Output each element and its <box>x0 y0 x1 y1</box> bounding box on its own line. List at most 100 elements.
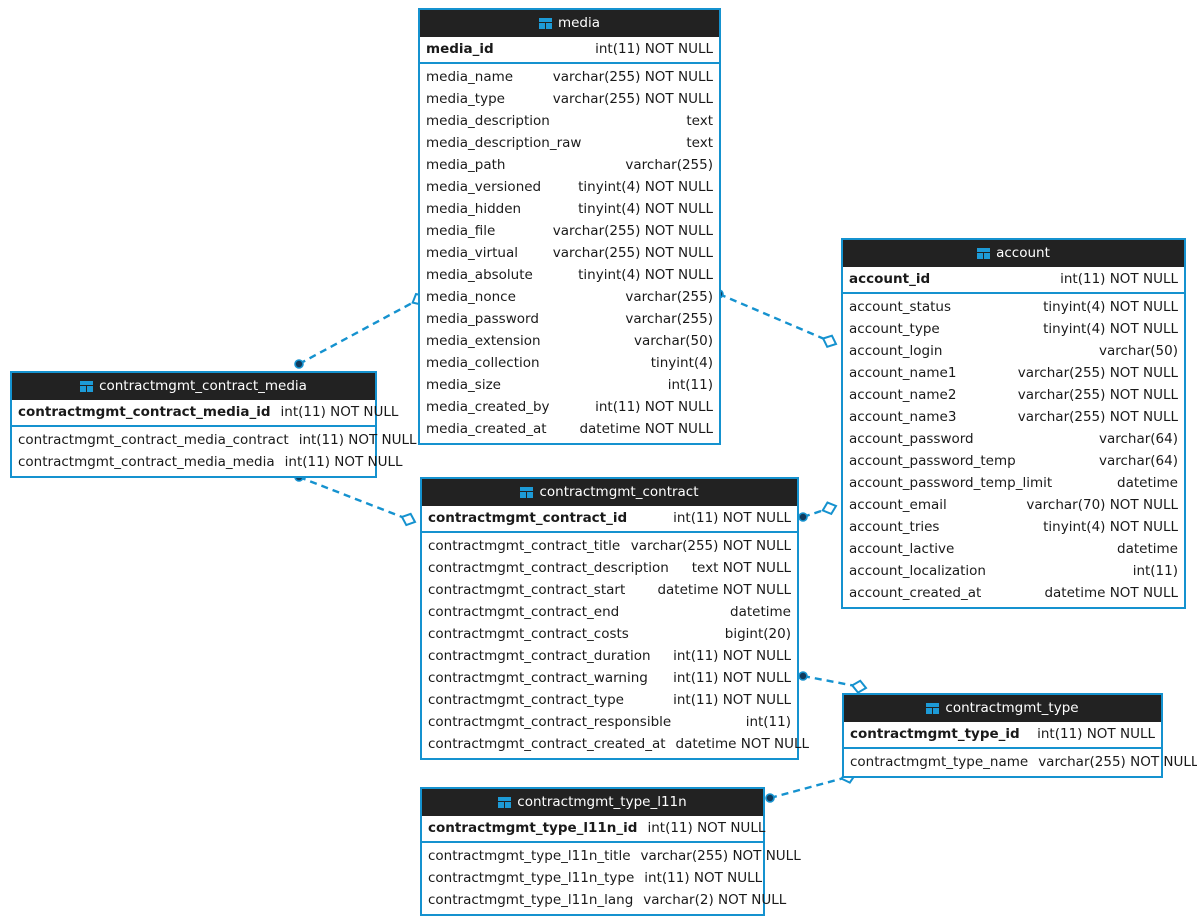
attribute-type: int(11) NOT NULL <box>595 399 713 415</box>
attribute-name: media_nonce <box>426 289 516 305</box>
attribute-name: contractmgmt_contract_media_media <box>18 454 275 470</box>
entity-title: contractmgmt_contract <box>539 484 699 500</box>
entity-header[interactable]: contractmgmt_type <box>844 695 1161 722</box>
attribute-name: contractmgmt_contract_costs <box>428 626 629 642</box>
entity-contractmgmt_contract[interactable]: contractmgmt_contract contractmgmt_contra… <box>420 477 809 760</box>
entity-header[interactable]: media <box>420 10 719 37</box>
attribute-name: account_status <box>849 299 952 315</box>
attribute-type: int(11) NOT NULL <box>595 41 713 57</box>
attribute-name: media_hidden <box>426 201 522 217</box>
attribute-type: tinyint(4) NOT NULL <box>578 267 713 283</box>
attribute-type: varchar(255) NOT NULL <box>630 538 791 554</box>
relationship-line <box>718 292 837 346</box>
entity-header[interactable]: account <box>843 240 1184 267</box>
relationship-line <box>298 294 426 366</box>
attribute-name: contractmgmt_contract_title <box>428 538 621 554</box>
rel-contract-media-to-media[interactable] <box>294 291 428 369</box>
attribute-name: account_name1 <box>849 365 957 381</box>
attribute-name: media_password <box>426 311 539 327</box>
attribute-name: media_file <box>426 223 496 239</box>
table-icon <box>498 796 512 808</box>
attribute-name: account_tries <box>849 519 940 535</box>
attribute-name: contractmgmt_contract_created_at <box>428 736 666 752</box>
attribute-type: varchar(255) NOT NULL <box>1038 754 1197 770</box>
attribute-type: varchar(255) NOT NULL <box>552 91 713 107</box>
attribute-name: media_collection <box>426 355 540 371</box>
attribute-name: contractmgmt_contract_type <box>428 692 624 708</box>
attribute-name: media_virtual <box>426 245 518 261</box>
entity-header[interactable]: contractmgmt_type_l11n <box>422 789 763 816</box>
relationship-target-diamond <box>821 334 838 348</box>
attribute-type: int(11) NOT NULL <box>647 820 766 836</box>
attribute-type: tinyint(4) NOT NULL <box>1043 519 1178 535</box>
attribute-type: datetime NOT NULL <box>1044 585 1178 601</box>
attribute-type: int(11) <box>745 714 791 730</box>
entity-header[interactable]: contractmgmt_contract_media <box>12 373 375 400</box>
rel-contract-media-to-contract[interactable] <box>294 472 417 528</box>
table-icon <box>977 247 991 259</box>
attribute-type: datetime <box>730 604 791 620</box>
attribute-type: varchar(64) <box>1098 431 1178 447</box>
relationship-line <box>298 475 416 524</box>
attribute-type: varchar(64) <box>1098 453 1178 469</box>
attribute-list: account_status tinyint(4) NOT NULL account… <box>843 294 1184 607</box>
entity-header[interactable]: contractmgmt_contract <box>422 479 797 506</box>
table-icon <box>80 380 94 392</box>
entity-title: contractmgmt_type <box>945 700 1079 716</box>
attribute-name: contractmgmt_contract_duration <box>428 648 651 664</box>
attribute-type: varchar(255) <box>625 289 713 305</box>
rel-contract-to-type[interactable] <box>798 671 868 694</box>
rel-contract-to-account[interactable] <box>798 500 838 522</box>
attribute-type: int(11) NOT NULL <box>284 454 403 470</box>
attribute-name: media_description <box>426 113 550 129</box>
attribute-row: media_nonce varchar(255) <box>420 286 719 308</box>
attribute-name: account_created_at <box>849 585 982 601</box>
attribute-name: contractmgmt_contract_media_contract <box>18 432 289 448</box>
attribute-name: media_type <box>426 91 505 107</box>
attribute-name: contractmgmt_type_l11n_type <box>428 870 635 886</box>
attribute-name: media_path <box>426 157 506 173</box>
relationship-source-dot <box>765 793 775 803</box>
attribute-type: datetime <box>1117 475 1178 491</box>
entity-title: media <box>557 15 601 31</box>
attribute-type: varchar(255) NOT NULL <box>552 245 713 261</box>
attribute-name: account_lactive <box>849 541 955 557</box>
rel-media-to-account[interactable] <box>714 289 838 350</box>
